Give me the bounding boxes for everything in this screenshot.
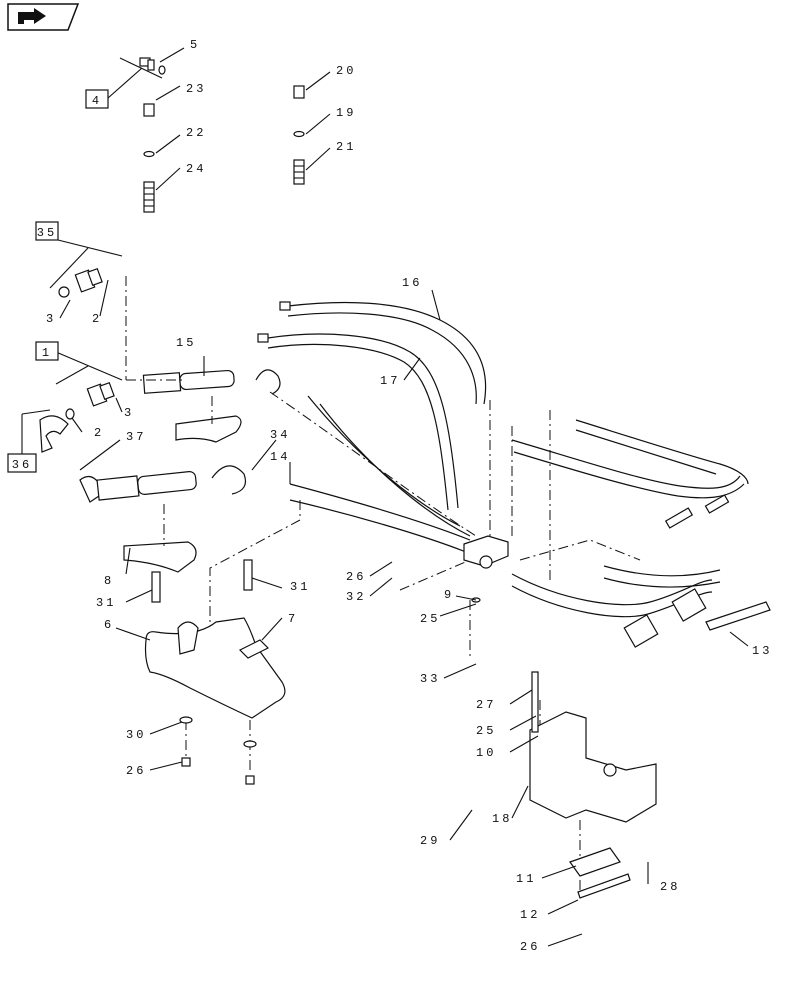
callout-14: 14 — [270, 450, 290, 464]
callout-31a: 31 — [96, 596, 116, 610]
bolt-stack-right — [293, 71, 331, 185]
callout-3b: 3 — [124, 406, 134, 420]
callout-12: 12 — [520, 908, 540, 922]
callout-25b: 25 — [476, 724, 496, 738]
callout-13: 13 — [752, 644, 772, 658]
callout-27: 27 — [476, 698, 496, 712]
fitting-group-35 — [49, 239, 123, 319]
fitting-group-36 — [21, 408, 83, 454]
callout-31b: 31 — [290, 580, 310, 594]
callout-25a: 25 — [420, 612, 440, 626]
callout-2a: 2 — [92, 312, 102, 326]
callout-21: 21 — [336, 140, 356, 154]
hose-16-17 — [257, 301, 487, 511]
callout-7: 7 — [288, 612, 298, 626]
hose-15 — [142, 369, 281, 395]
callout-24: 24 — [186, 162, 206, 176]
callout-19: 19 — [336, 106, 356, 120]
bracket-10 — [529, 671, 657, 899]
callout-36: 36 — [12, 458, 32, 472]
shield-6 — [144, 617, 286, 719]
elbow-fitting — [39, 415, 69, 453]
callout-1: 1 — [42, 346, 52, 360]
valve-block-9 — [463, 535, 509, 603]
callout-2b: 2 — [94, 426, 104, 440]
callout-box-1[interactable] — [35, 341, 59, 361]
plate-12 — [577, 873, 631, 899]
callout-30: 30 — [126, 728, 146, 742]
bolt-stack-left — [143, 85, 181, 213]
bolts-31 — [151, 559, 253, 603]
callout-17: 17 — [380, 374, 400, 388]
callout-5: 5 — [190, 38, 200, 52]
callout-3a: 3 — [46, 312, 56, 326]
plate-7 — [238, 639, 270, 659]
callout-box-4[interactable] — [85, 89, 109, 109]
callout-box-36[interactable] — [7, 453, 37, 473]
saddle-lower — [123, 541, 197, 573]
clamp-11 — [569, 847, 621, 877]
fitting-group-1 — [55, 351, 123, 413]
callout-23: 23 — [186, 82, 206, 96]
part-group-4 — [107, 57, 166, 99]
callout-4: 4 — [92, 94, 102, 108]
forward-arrow-icon — [18, 8, 46, 24]
callout-33: 33 — [420, 672, 440, 686]
bracket-13 — [705, 601, 771, 631]
callout-8: 8 — [104, 574, 114, 588]
callout-28: 28 — [660, 880, 680, 894]
leader-lines — [79, 47, 749, 947]
callout-26b: 26 — [346, 570, 366, 584]
hose-14 — [79, 465, 247, 503]
callout-16: 16 — [402, 276, 422, 290]
callout-9: 9 — [444, 588, 454, 602]
callout-10: 10 — [476, 746, 496, 760]
callout-15: 15 — [176, 336, 196, 350]
callout-labels: 4 5 23 22 24 20 19 21 35 3 2 1 15 16 17 … — [12, 38, 772, 954]
callout-26c: 26 — [520, 940, 540, 954]
callout-22: 22 — [186, 126, 206, 140]
callout-29: 29 — [420, 834, 440, 848]
callout-34: 34 — [270, 428, 290, 442]
callout-11: 11 — [516, 872, 536, 886]
nav-forward-button[interactable] — [7, 3, 80, 31]
callout-35: 35 — [37, 226, 57, 240]
callout-box-35[interactable] — [35, 221, 59, 241]
callout-37: 37 — [126, 430, 146, 444]
callout-20: 20 — [336, 64, 356, 78]
saddle-upper — [175, 415, 242, 443]
callout-32: 32 — [346, 590, 366, 604]
hoses-right — [511, 419, 771, 648]
callout-26a: 26 — [126, 764, 146, 778]
callout-18: 18 — [492, 812, 512, 826]
callout-6: 6 — [104, 618, 114, 632]
